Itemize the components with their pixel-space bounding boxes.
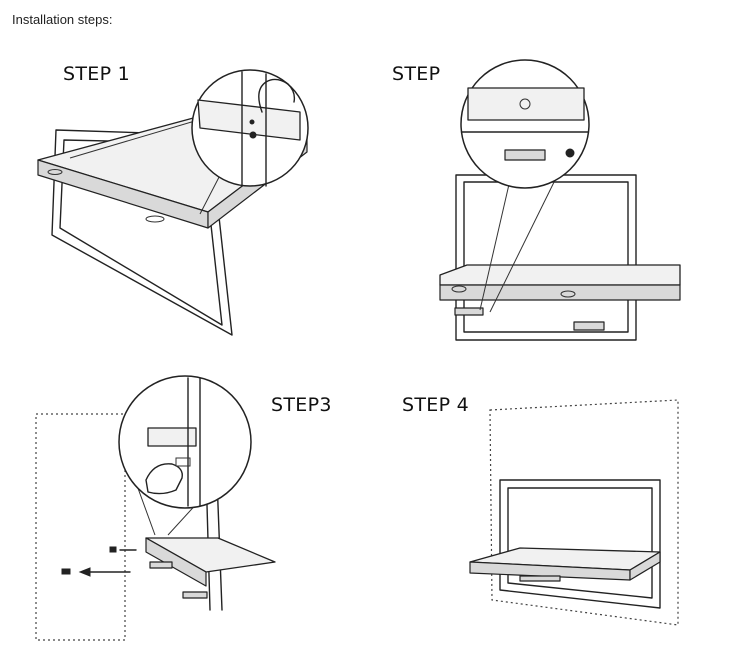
hole-icon (565, 148, 575, 158)
step-3-label: STEP3 (271, 394, 332, 416)
screw-icon (519, 98, 531, 110)
step-3-detail-magnifier (118, 375, 252, 536)
step-1-detail-magnifier (69, 69, 309, 215)
step-2-label: STEP (392, 63, 441, 85)
step-4-label: STEP 4 (402, 394, 470, 416)
step-4-shelf (469, 547, 661, 582)
step-4-frame (499, 479, 661, 609)
hand-icon (258, 78, 296, 113)
step-1-label: STEP 1 (63, 63, 131, 85)
screw-icon (249, 119, 255, 125)
wall-outline (35, 413, 126, 641)
page-title: Installation steps: (12, 12, 113, 27)
wall-outline (489, 399, 679, 626)
bracket-bolt (573, 321, 605, 331)
step-2-shelf (439, 264, 681, 331)
drill-arrows (61, 546, 137, 577)
hand-icon (145, 463, 183, 495)
bracket-bolt (454, 307, 484, 316)
step-2-detail-magnifier (460, 59, 590, 313)
step-3-shelf (145, 537, 276, 599)
